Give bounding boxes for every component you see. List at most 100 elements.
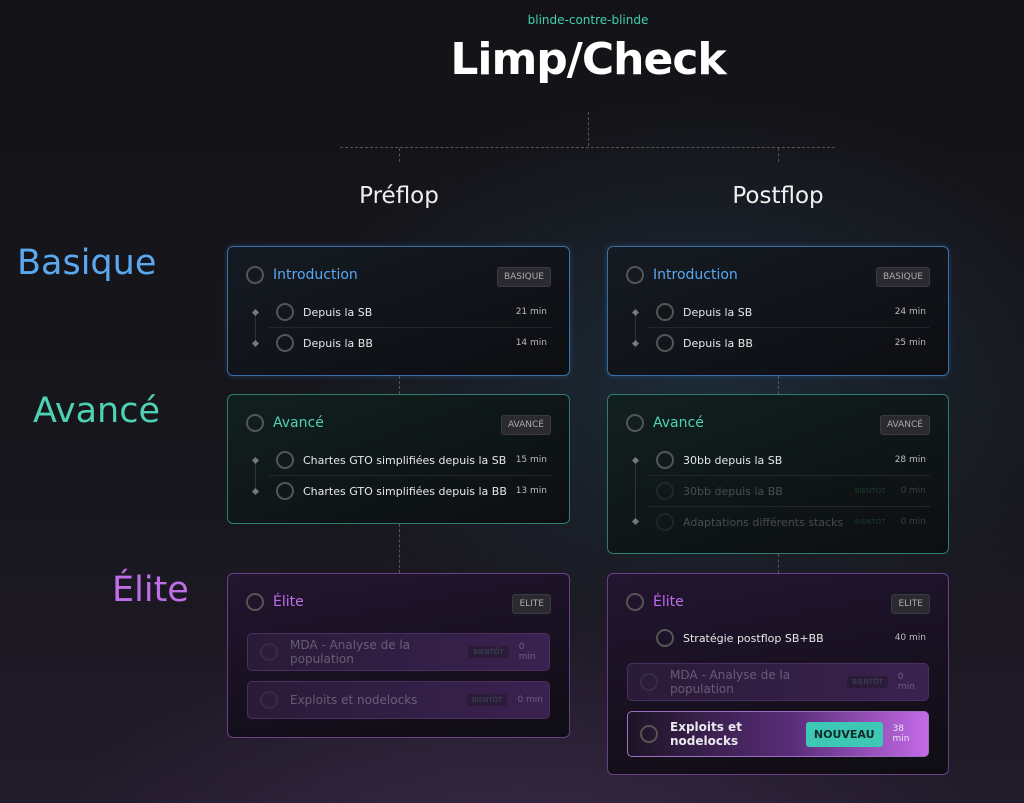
lesson-duration: 24 min xyxy=(894,307,926,317)
lesson-label: Exploits et nodelocks xyxy=(290,693,418,707)
divider xyxy=(648,506,930,507)
coming-soon-badge: BIENTÔT xyxy=(849,485,891,497)
level-tag: AVANCÉ xyxy=(879,415,930,435)
lesson-item[interactable]: Depuis la SB 21 min xyxy=(276,298,547,326)
column-header-postflop: Postflop xyxy=(732,183,824,209)
lesson-label: Depuis la SB xyxy=(303,305,373,319)
timeline-line xyxy=(635,460,636,522)
lesson-item[interactable]: Stratégie postflop SB+BB 40 min xyxy=(656,624,926,652)
diamond-bullet-icon xyxy=(251,456,260,465)
lesson-duration: 0 min xyxy=(900,486,926,496)
connector xyxy=(588,112,589,146)
connector xyxy=(399,524,400,573)
connector xyxy=(778,148,779,162)
lesson-label: Chartes GTO simplifiées depuis la BB xyxy=(303,484,507,498)
lesson-item[interactable]: Depuis la BB 25 min xyxy=(656,329,926,357)
divider xyxy=(268,475,551,476)
module-header[interactable]: Introduction xyxy=(626,266,738,284)
lesson-duration: 0 min xyxy=(517,695,543,705)
module-title: Élite xyxy=(653,594,684,610)
lesson-duration: 13 min xyxy=(515,486,547,496)
module-card-preflop-avance[interactable]: Avancé AVANCÉ Chartes GTO simplifiées de… xyxy=(227,394,570,524)
module-header[interactable]: Élite xyxy=(246,593,304,611)
module-card-postflop-elite[interactable]: Élite ELITE Stratégie postflop SB+BB 40 m… xyxy=(607,573,949,775)
lesson-item[interactable]: Depuis la SB 24 min xyxy=(656,298,926,326)
diamond-bullet-icon xyxy=(631,456,640,465)
page-subtitle: blinde-contre-blinde xyxy=(527,13,649,27)
divider xyxy=(648,327,930,328)
diamond-bullet-icon xyxy=(251,339,260,348)
lesson-duration: 0 min xyxy=(518,642,536,662)
status-circle-icon xyxy=(656,629,674,647)
module-header[interactable]: Avancé xyxy=(246,414,324,432)
level-tag: ELITE xyxy=(891,594,930,614)
lesson-duration: 15 min xyxy=(515,455,547,465)
level-tag: BASIQUE xyxy=(496,267,551,287)
lesson-duration: 40 min xyxy=(894,633,926,643)
module-title: Introduction xyxy=(273,267,358,283)
lesson-duration: 38 min xyxy=(892,724,910,744)
lesson-label: Stratégie postflop SB+BB xyxy=(683,631,824,645)
coming-soon-badge: BIENTÔT xyxy=(849,516,891,528)
status-circle-icon xyxy=(640,673,658,691)
status-circle-icon xyxy=(246,414,264,432)
diamond-bullet-icon xyxy=(631,339,640,348)
level-tag: AVANCÉ xyxy=(500,415,551,435)
status-circle-icon xyxy=(276,334,294,352)
status-circle-icon xyxy=(276,482,294,500)
lesson-label: 30bb depuis la BB xyxy=(683,484,783,498)
connector xyxy=(778,554,779,573)
status-circle-icon xyxy=(656,303,674,321)
diamond-bullet-icon xyxy=(251,487,260,496)
coming-soon-badge: BIENTÔT xyxy=(847,676,888,688)
module-header[interactable]: Introduction xyxy=(246,266,358,284)
lesson-duration: 21 min xyxy=(515,307,547,317)
lesson-label: Adaptations différents stacks xyxy=(683,515,844,529)
status-circle-icon xyxy=(626,266,644,284)
connector xyxy=(399,148,400,162)
level-tag: ELITE xyxy=(512,594,551,614)
lesson-label: Chartes GTO simplifiées depuis la SB xyxy=(303,453,507,467)
level-tag: BASIQUE xyxy=(875,267,930,287)
status-circle-icon xyxy=(640,725,658,743)
lesson-item[interactable]: Chartes GTO simplifiées depuis la SB 15 m… xyxy=(276,446,547,474)
lesson-label: Depuis la SB xyxy=(683,305,753,319)
status-circle-icon xyxy=(246,266,264,284)
lesson-label: Depuis la BB xyxy=(683,336,753,350)
column-header-preflop: Préflop xyxy=(359,183,439,209)
module-card-preflop-elite[interactable]: Élite ELITE MDA - Analyse de la populati… xyxy=(227,573,570,738)
lesson-item[interactable]: Chartes GTO simplifiées depuis la BB 13 m… xyxy=(276,477,547,505)
module-header[interactable]: Avancé xyxy=(626,414,704,432)
new-badge: NOUVEAU xyxy=(805,721,883,747)
module-header[interactable]: Élite xyxy=(626,593,684,611)
diamond-bullet-icon xyxy=(631,517,640,526)
diamond-bullet-icon xyxy=(631,308,640,317)
connector xyxy=(399,376,400,394)
status-circle-icon xyxy=(260,643,278,661)
page-title: Limp/Check xyxy=(450,34,726,85)
module-title: Introduction xyxy=(653,267,738,283)
status-circle-icon xyxy=(276,303,294,321)
lesson-duration: 25 min xyxy=(894,338,926,348)
status-circle-icon xyxy=(656,513,674,531)
status-circle-icon xyxy=(260,691,278,709)
status-circle-icon xyxy=(656,451,674,469)
timeline-line xyxy=(635,312,636,344)
row-label-basique: Basique xyxy=(17,243,157,283)
lesson-label: 30bb depuis la SB xyxy=(683,453,783,467)
status-circle-icon xyxy=(626,593,644,611)
coming-soon-badge: BIENTÔT xyxy=(468,646,509,658)
status-circle-icon xyxy=(656,334,674,352)
lesson-label: MDA - Analyse de la population xyxy=(670,668,791,696)
module-title: Avancé xyxy=(653,415,704,431)
